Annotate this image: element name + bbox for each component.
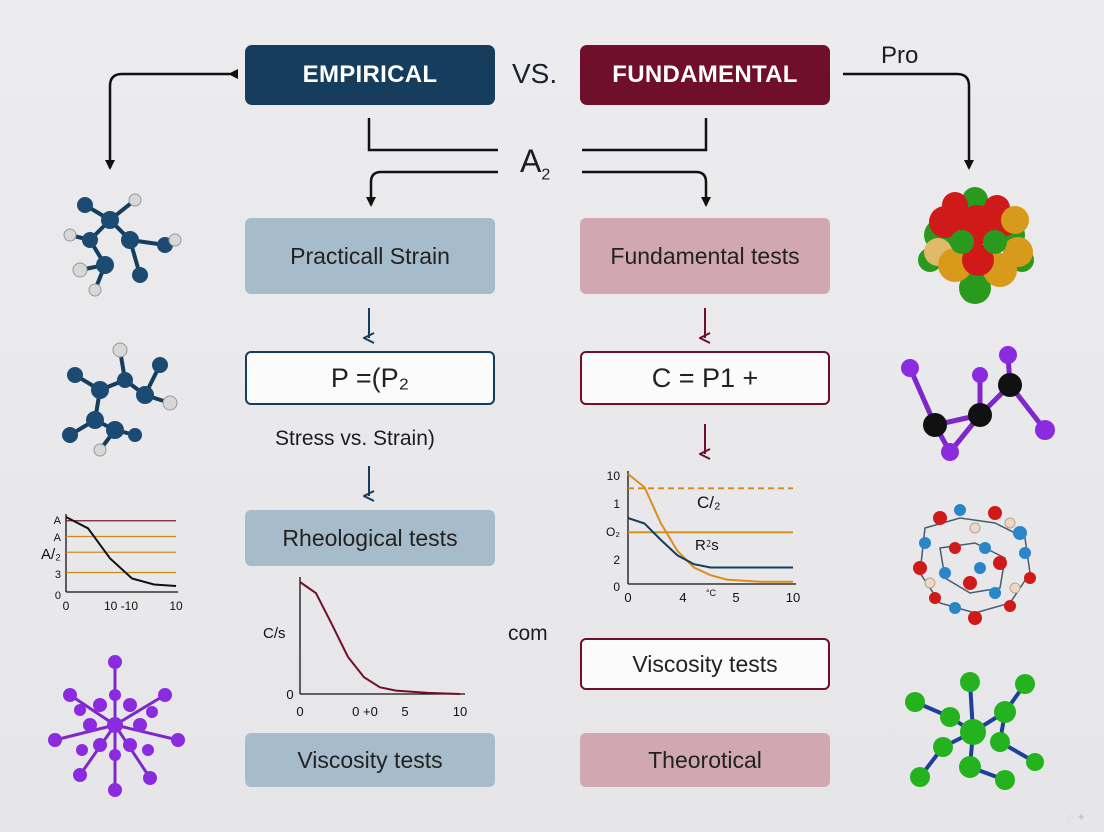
fundamental-label: FUNDAMENTAL (612, 61, 798, 88)
left-small-chart: AA A/₂ 3 00 10 -10 10 (41, 514, 183, 613)
theoretical-box: Theorotical (580, 733, 830, 787)
vs-label: VS. (512, 58, 558, 89)
left-formula: P =(P₂ (330, 362, 410, 393)
a2-main: A (520, 143, 542, 179)
rheological-label: Rheological tests (282, 524, 458, 551)
a2-sub: 2 (541, 166, 551, 184)
molecule-colored-sphere (918, 187, 1034, 304)
y-axis-label: C/s (263, 625, 286, 642)
x-tick-label: 10 (786, 590, 800, 605)
right-viscosity-label: Viscosity tests (632, 650, 778, 677)
y-tick-label: 10 (607, 469, 621, 483)
chart-annotation-1: C/₂ (697, 493, 721, 512)
left-formula-box: P =(P₂ (245, 351, 495, 405)
y-tick-label: 0 (286, 687, 293, 702)
molecule-navy-2 (62, 342, 178, 457)
right-formula-box: C = P1 + (580, 351, 830, 405)
x-tick-label: 4 (679, 590, 686, 605)
y-tick-label: 2 (613, 553, 620, 567)
bracket-right (582, 118, 708, 152)
watermark-logo: ◌ ✦ (1067, 812, 1086, 824)
x-tick-label: 10 (453, 704, 467, 719)
x-tick-label: 5 (732, 590, 739, 605)
theoretical-label: Theorotical (648, 746, 762, 773)
chart-annotation-2: R⁲s (695, 537, 719, 554)
arrow-left-loop (105, 69, 238, 170)
x-tick-label: 0 +0 (352, 704, 378, 719)
arrow-right-loop (843, 72, 974, 170)
molecule-purple-cluster (48, 655, 185, 797)
molecule-green-network (905, 672, 1044, 790)
x-tick-label: 0 (624, 590, 631, 605)
practical-strain-label: Practicall Strain (290, 242, 450, 269)
rheological-box: Rheological tests (245, 510, 495, 566)
series-line-navy (627, 517, 793, 569)
x-tick-label: 0 (296, 704, 303, 719)
right-formula: C = P1 + (651, 362, 759, 393)
x-tick-label: 10 (169, 599, 183, 613)
molecule-purple-black (901, 346, 1055, 461)
x-tick-label: 10 -10 (104, 599, 138, 613)
x-tick-label: °C (706, 588, 717, 598)
series-line (65, 516, 177, 587)
center-decay-chart: C/s 00 0 +0 5 10 (263, 577, 467, 719)
y-tick-label: A (54, 515, 62, 527)
y-tick-label: O₂ (606, 525, 620, 539)
y-tick-label: 0 (613, 580, 620, 594)
stress-strain-caption: Stress vs. Strain) (275, 427, 435, 450)
y-tick-label: 3 (55, 569, 61, 581)
molecule-red-blue-cluster (913, 504, 1036, 625)
a2-label: A2 (520, 143, 550, 184)
fundamental-header: FUNDAMENTAL (580, 45, 830, 105)
empirical-label: EMPIRICAL (302, 61, 438, 88)
bracket-left (367, 118, 498, 152)
y-tick-label: 0 (55, 590, 61, 602)
fundamental-tests-label: Fundamental tests (610, 242, 800, 269)
right-viscosity-box: Viscosity tests (580, 638, 830, 690)
series-line-orange (627, 473, 793, 583)
series-line (299, 581, 461, 695)
practical-strain-box: Practicall Strain (245, 218, 495, 294)
left-viscosity-label: Viscosity tests (297, 746, 443, 773)
x-tick-label: 5 (401, 704, 408, 719)
x-tick-label: 0 (63, 599, 70, 613)
empirical-header: EMPIRICAL (245, 45, 495, 105)
left-viscosity-box: Viscosity tests (245, 733, 495, 787)
molecule-navy-1 (63, 193, 182, 297)
y-tick-label: A (54, 532, 62, 544)
split-arrow-left (366, 170, 498, 207)
fundamental-tests-box: Fundamental tests (580, 218, 830, 294)
right-dual-chart: C/₂ R⁲s 10 1O₂ 2 00 4 °C 5 10 (606, 469, 800, 605)
com-label: com (508, 622, 548, 645)
split-arrow-right (582, 170, 711, 207)
y-tick-label: 1 (613, 497, 620, 511)
pro-label: Pro (881, 42, 919, 69)
y-tick-label: A/₂ (41, 546, 61, 563)
